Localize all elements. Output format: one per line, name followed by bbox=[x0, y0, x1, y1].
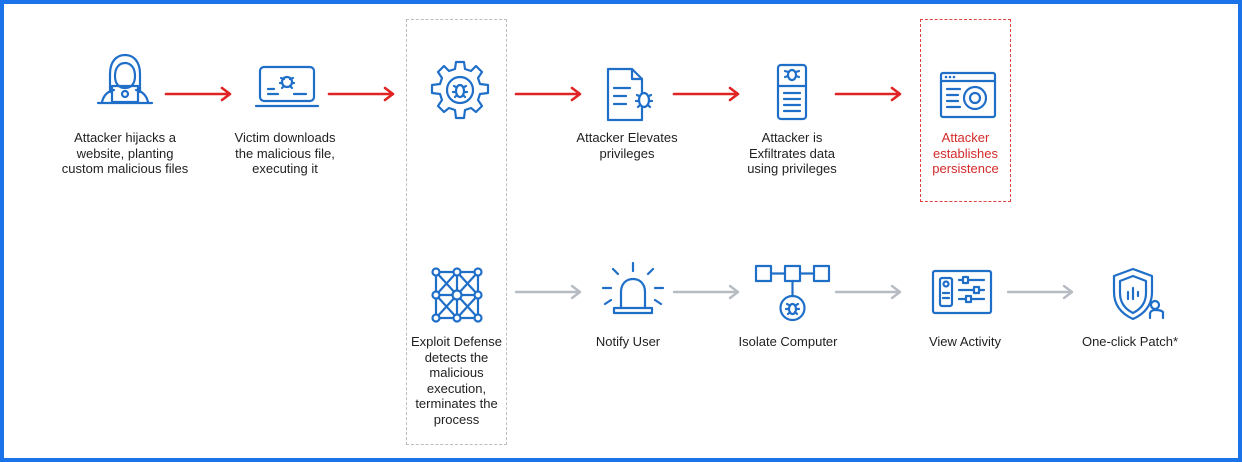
attack-step-6-label: Attacker establishes persistence bbox=[932, 130, 999, 176]
defense-arrow-3 bbox=[834, 284, 902, 300]
document-bug-icon bbox=[606, 67, 654, 122]
attack-step-5-label: Attacker is Exfiltrates data using privi… bbox=[747, 130, 837, 176]
attack-arrow-5 bbox=[834, 86, 902, 102]
defense-step-2-label: Notify User bbox=[595, 334, 661, 349]
infected-laptop-icon bbox=[254, 65, 320, 108]
attack-arrow-3 bbox=[514, 86, 582, 102]
defense-step-5-label: One-click Patch* bbox=[1081, 334, 1179, 349]
server-bug-icon bbox=[776, 63, 808, 121]
gear-bug-icon bbox=[430, 60, 490, 120]
defense-step-1-label: Exploit Defense detects the malicious ex… bbox=[410, 334, 503, 427]
attack-step-4-label: Attacker Elevates privileges bbox=[576, 130, 678, 161]
attack-arrow-2 bbox=[327, 86, 395, 102]
attack-step-2-label: Victim downloads the malicious file, exe… bbox=[234, 130, 336, 176]
network-graph-icon bbox=[431, 267, 483, 323]
persistence-window-icon bbox=[939, 71, 997, 119]
hacker-icon bbox=[96, 53, 154, 105]
alarm-icon bbox=[601, 261, 665, 315]
activity-panel-icon bbox=[931, 269, 993, 315]
attack-arrow-4 bbox=[672, 86, 740, 102]
defense-arrow-4 bbox=[1006, 284, 1074, 300]
attack-arrow-1 bbox=[164, 86, 232, 102]
defense-step-3-label: Isolate Computer bbox=[738, 334, 838, 349]
defense-arrow-2 bbox=[672, 284, 740, 300]
persistence-highlight-box bbox=[920, 19, 1011, 202]
exploit-defense-column-box bbox=[406, 19, 507, 445]
defense-arrow-1 bbox=[514, 284, 582, 300]
isolate-computer-icon bbox=[754, 264, 831, 322]
defense-step-4-label: View Activity bbox=[928, 334, 1001, 349]
shield-patch-icon bbox=[1112, 267, 1165, 321]
attack-step-1-label: Attacker hijacks a website, planting cus… bbox=[61, 130, 189, 176]
